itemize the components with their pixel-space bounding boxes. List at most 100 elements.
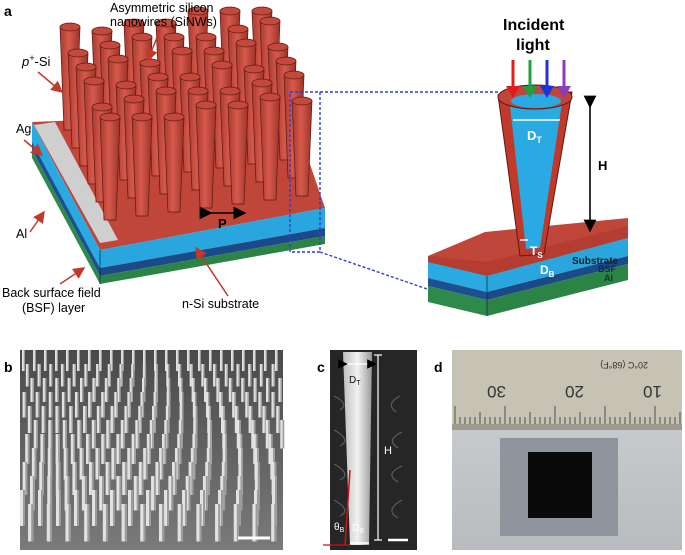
bsf-right (100, 228, 325, 276)
sem-pillar (207, 406, 211, 433)
sem-pillar (189, 364, 193, 387)
sem-pillar (253, 350, 256, 371)
zoom-wire-core (510, 103, 562, 249)
sem-pillar (22, 392, 27, 418)
nanowire-array (59, 6, 313, 221)
sem-pillar (191, 378, 195, 402)
zoom-indicator (289, 91, 500, 291)
sem-pillar (154, 378, 158, 402)
sem-pillar (159, 448, 164, 480)
sem-pillar (72, 462, 77, 495)
sem-pillar (133, 476, 139, 511)
substrate-right (100, 208, 325, 268)
bsf-label-line1: Back surface field (2, 286, 101, 300)
sem-pillar (127, 392, 131, 418)
al-right (100, 236, 325, 284)
sem-pillar (142, 364, 147, 387)
sem-pillar (149, 420, 154, 449)
sem-pillar (63, 448, 69, 480)
sem-pillar (138, 462, 144, 495)
sem-nanowire-array (20, 350, 285, 542)
sem-pillar (209, 350, 212, 371)
sem-pillar (91, 420, 96, 449)
sem-pillar (77, 420, 82, 449)
panel-d-letter: d (434, 359, 443, 375)
sem-pillar (143, 448, 148, 480)
sem-pillar (179, 406, 184, 433)
sem-dt-label: DT (349, 375, 361, 387)
sem-pillar (22, 462, 28, 495)
sem-pillar (38, 490, 43, 526)
ag-label: Ag (16, 122, 31, 136)
sem-pillar (164, 490, 169, 526)
sem-pillar (55, 378, 59, 402)
taper-angle-line (344, 469, 351, 546)
sem-pillar (31, 448, 37, 480)
panel-c-letter: c (317, 359, 325, 375)
sem-pillar (122, 462, 127, 495)
sem-pillar (99, 350, 102, 371)
sem-pillar (177, 504, 183, 542)
sem-pillar (166, 364, 170, 387)
sem-pillar (271, 504, 277, 542)
sem-pillar (48, 420, 53, 449)
nanowire (291, 96, 313, 197)
sem-pillar (107, 364, 111, 387)
ruler-number-20: 20 (565, 382, 584, 401)
zoom-substrate-front (428, 262, 487, 292)
sem-pillar (140, 504, 146, 542)
sem-image-single (330, 350, 417, 550)
sem-pillar (86, 434, 91, 464)
sem-pillar (127, 448, 132, 480)
sem-pillar (114, 392, 118, 418)
sem-pillar (155, 462, 160, 495)
sem-pillar (64, 476, 70, 511)
sem-pillar (40, 434, 45, 464)
sem-pillar (66, 350, 69, 371)
sem-pillar (74, 490, 79, 526)
zoom-bsf-label: BSF (598, 264, 617, 274)
sem-pillar (253, 378, 257, 402)
sem-pillar (116, 434, 121, 464)
incident-light-line1: Incident (503, 17, 565, 34)
sem-pillar (88, 350, 91, 371)
sem-pillar (224, 364, 228, 387)
sem-pillar (67, 378, 71, 402)
sem-pillar (259, 364, 264, 387)
sem-pillar (193, 406, 198, 433)
zoomed-nanowire: DT TS DB Substrate BSF Al H Incident lig… (428, 17, 628, 316)
sem-pillar (168, 476, 174, 511)
nanowire (131, 112, 153, 217)
sem-pillar (129, 378, 133, 402)
p-si-label: p+-Si (21, 53, 51, 69)
light-arrows (506, 60, 571, 98)
sem-pillar (198, 350, 201, 371)
ag-contact (34, 122, 118, 243)
sem-pillar (146, 490, 151, 526)
sem-pillar (41, 406, 46, 433)
sem-pillar (55, 434, 60, 464)
panel-a: a P Asymmetric silicon nanowir (2, 1, 628, 316)
sem-pillar (89, 462, 94, 495)
sem-pillar (248, 406, 253, 433)
sem-pillar (131, 364, 135, 387)
sem-pillar (280, 420, 285, 449)
sem-pillar (61, 392, 66, 418)
sem-pillar (44, 350, 47, 371)
sem-pillar (101, 434, 106, 464)
sem-pillar (30, 378, 34, 402)
sem-pillar (120, 420, 125, 449)
sem-pillar (236, 364, 240, 387)
sem-pillar (62, 420, 67, 449)
sem-pillar (154, 350, 157, 371)
sem-pillar (231, 350, 234, 371)
panel-c: c DT H θB DB (317, 350, 417, 550)
sem-pillar (33, 420, 38, 449)
sem-pillar (92, 490, 97, 526)
sem-pillar (185, 476, 191, 511)
sem-pillar (72, 364, 76, 387)
al-left (32, 150, 100, 284)
sem-pillar (152, 406, 156, 433)
sem-pillar (33, 350, 36, 371)
sem-pillar (187, 350, 190, 371)
